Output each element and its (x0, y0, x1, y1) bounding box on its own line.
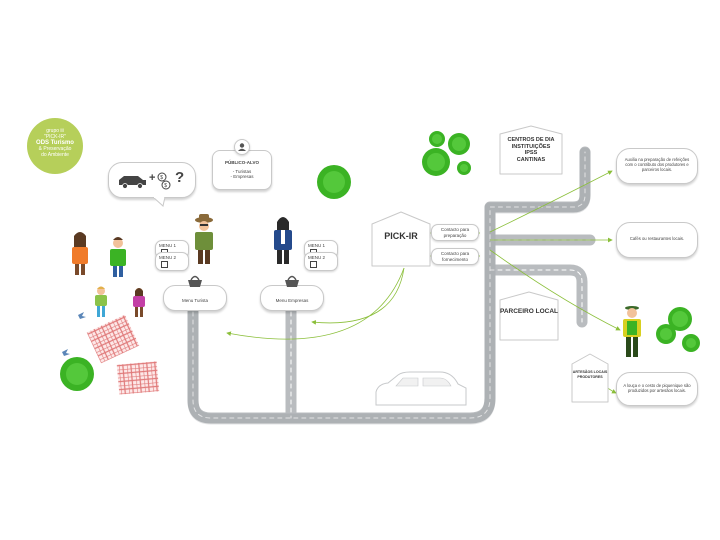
pickir-label: PICK-IR (384, 231, 418, 241)
svg-text:$: $ (164, 183, 167, 189)
centers-line-3: IPSS (524, 150, 538, 156)
note-bubble-3: A louça e o cesto de piquenique são prod… (616, 372, 698, 406)
menu-2-right[interactable]: MENU 2 (304, 252, 338, 271)
pickir-building (371, 211, 431, 267)
money-icon: $ $ (157, 172, 171, 190)
person-child-blue (95, 286, 107, 317)
menu-1-right-label: MENU 1 (308, 243, 326, 248)
contact-preparation-text: Contacto para preparação (440, 227, 470, 238)
note-bubble-2: Cafés ou restaurantes locais. (616, 222, 698, 258)
target-audience-box: PÚBLICO-ALVO - Turistas - Empresas (212, 150, 272, 190)
menu-2-left[interactable]: MENU 2 (155, 252, 189, 271)
basket-icon (283, 274, 301, 293)
menu-2-left-label: MENU 2 (159, 255, 177, 260)
tourist-menu-label: Menu Turista (181, 298, 208, 303)
person-icon (234, 139, 250, 155)
box-icon (161, 260, 168, 268)
artisans-label: ARTESÃOS LOCAIS PRODUTORES (572, 370, 608, 379)
basket-icon (186, 274, 204, 293)
badge-line-1: grupo iii (46, 128, 64, 134)
artisans-building (571, 353, 609, 403)
centers-building (499, 125, 563, 175)
plus-sign: + (149, 172, 156, 184)
cost-bubble-icons: $ $ (119, 172, 171, 190)
badge-line-2: "PICK-IR" (44, 134, 66, 140)
bird-icon (78, 312, 86, 319)
note-1-text: Auxilia na preparação de refeições com o… (624, 157, 690, 173)
partner-building (499, 291, 559, 341)
audience-item-2: - Empresas (230, 174, 254, 179)
badge-line-5: do Ambiente (41, 152, 69, 158)
audience-item-1: - Turistas (232, 168, 252, 174)
person-child-pink (133, 288, 145, 317)
group-badge: grupo iii "PICK-IR" ODS Turismo & Preser… (27, 118, 83, 174)
bubble-tail (153, 197, 166, 207)
question-mark: ? (175, 169, 185, 186)
contact-supply: Contacto para fornecimento (431, 248, 479, 265)
car-icon (119, 176, 146, 189)
contact-preparation: Contacto para preparação (431, 224, 479, 241)
picnic-blanket-1 (86, 314, 140, 364)
person-woman-orange (72, 232, 88, 275)
road-network (187, 146, 596, 425)
menu-2-right-label: MENU 2 (308, 255, 326, 260)
tree-cluster-top (422, 131, 471, 176)
tree-left (60, 357, 94, 391)
cost-speech-bubble: $ $ + ? (108, 162, 196, 207)
centers-label: CENTROS DE DIA INSTITUIÇÕES IPSS CANTINA… (498, 137, 564, 163)
van-icon (375, 371, 467, 406)
note-bubble-1: Auxilia na preparação de refeições com o… (616, 148, 698, 184)
company-menu-label: Menu Empresas (275, 298, 309, 303)
audience-title: PÚBLICO-ALVO (225, 160, 259, 165)
note-3-text: A louça e o cesto de piquenique são prod… (623, 383, 691, 394)
person-man-green (110, 237, 126, 277)
person-tourist (195, 214, 213, 264)
centers-line-4: CANTINAS (516, 156, 546, 163)
menu-1-left-label: MENU 1 (159, 243, 177, 248)
person-business (274, 217, 292, 264)
badge-line-4: & Preservação (38, 146, 72, 152)
check-icon (310, 260, 317, 268)
centers-line-2: INSTITUIÇÕES (511, 143, 551, 150)
partner-label: PARCEIRO LOCAL (499, 308, 559, 315)
person-farmer (623, 306, 641, 357)
bird-icon (62, 349, 70, 356)
picnic-blanket-2 (116, 361, 160, 395)
contact-supply-text: Contacto para fornecimento (440, 251, 470, 262)
tree-mid (317, 165, 351, 199)
centers-line-1: CENTROS DE DIA (507, 137, 555, 143)
badge-line-3: ODS Turismo (36, 140, 74, 146)
svg-text:$: $ (160, 175, 163, 181)
tree-cluster-right (656, 307, 700, 352)
note-2-text: Cafés ou restaurantes locais. (629, 236, 685, 241)
